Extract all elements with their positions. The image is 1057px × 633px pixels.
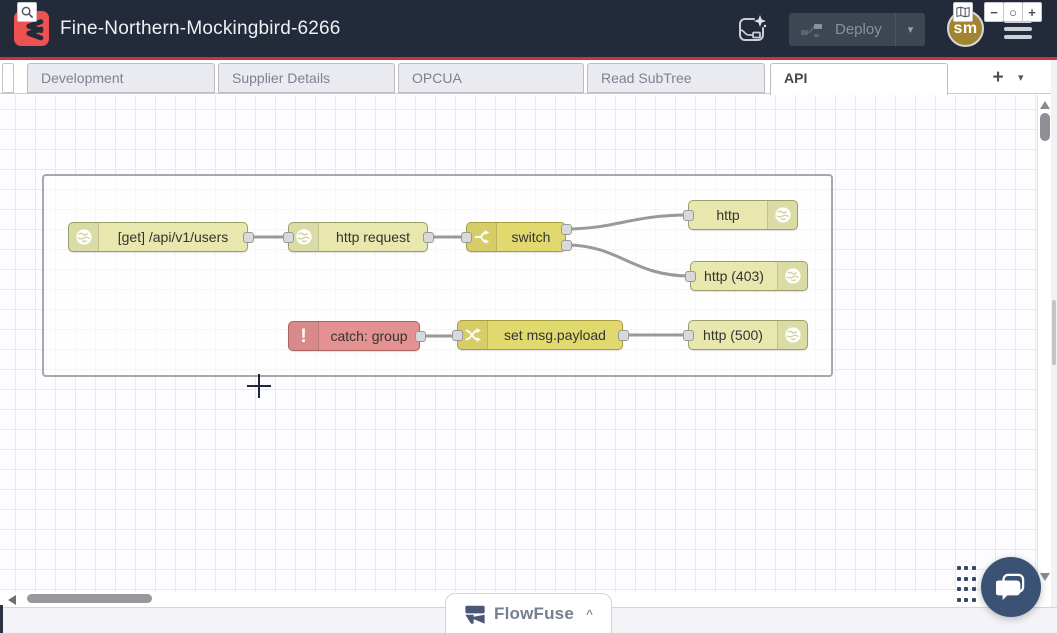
node-label: http (403) <box>704 268 764 284</box>
port-in-http-response[interactable] <box>683 210 694 221</box>
workspace-tabbar: Development Supplier Details OPCUA Read … <box>0 60 1057 95</box>
port-in-http-request[interactable] <box>283 232 294 243</box>
flowfuse-drawer-toggle[interactable]: FlowFuse ^ <box>445 593 612 633</box>
flowfuse-mark-icon <box>465 605 485 624</box>
white-globe-icon <box>69 223 99 251</box>
port-out-http-in[interactable] <box>243 232 254 243</box>
page-scroll-thumb[interactable] <box>1052 300 1056 365</box>
node-switch[interactable]: switch <box>466 222 566 252</box>
scroll-up-arrow-icon[interactable] <box>1040 101 1050 109</box>
port-out-switch-1[interactable] <box>561 224 572 235</box>
search-button[interactable] <box>17 2 37 22</box>
deploy-label: Deploy <box>835 21 882 38</box>
tab-api[interactable]: API <box>770 63 948 95</box>
port-in-switch[interactable] <box>461 232 472 243</box>
tab-supplier-details[interactable]: Supplier Details <box>218 63 395 93</box>
node-label: http request <box>336 229 410 245</box>
node-http-500[interactable]: http (500) <box>688 320 808 350</box>
navigator-toggle-button[interactable] <box>953 2 973 22</box>
tab-read-subtree[interactable]: Read SubTree <box>587 63 765 93</box>
node-label: http (500) <box>703 327 763 343</box>
node-label: http <box>716 207 740 223</box>
tab-development[interactable]: Development <box>27 63 215 93</box>
zoom-in-button[interactable]: + <box>1022 2 1042 22</box>
port-in-http-500[interactable] <box>683 330 694 341</box>
tab-list-caret-icon[interactable]: ▾ <box>1018 72 1024 84</box>
node-catch[interactable]: ! catch: group <box>288 321 420 351</box>
node-label: catch: group <box>330 328 408 344</box>
minus-icon: − <box>990 4 998 20</box>
instance-title: Fine-Northern-Mockingbird-6266 <box>60 17 341 39</box>
deploy-button[interactable]: Deploy ▾ <box>789 13 925 46</box>
circle-icon: ○ <box>1009 4 1017 20</box>
flowfuse-brand-label: FlowFuse <box>493 603 574 623</box>
deploy-icon <box>801 23 822 37</box>
cursor-crosshair <box>247 374 271 398</box>
white-globe-icon <box>777 321 807 349</box>
port-in-change[interactable] <box>452 330 463 341</box>
port-in-http-403[interactable] <box>685 271 696 282</box>
vertical-scroll-thumb[interactable] <box>1040 113 1050 141</box>
add-flow-button[interactable]: + <box>992 67 1004 88</box>
flow-canvas[interactable]: [get] /api/v1/users http request switch … <box>0 95 1037 592</box>
plus-icon: + <box>1028 4 1036 20</box>
chevron-up-icon: ^ <box>585 606 593 621</box>
header: Fine-Northern-Mockingbird-6266 Deploy ▾ … <box>0 0 1057 60</box>
node-change[interactable]: set msg.payload <box>457 320 623 350</box>
search-icon <box>21 6 33 18</box>
horizontal-scroll-thumb[interactable] <box>27 594 152 603</box>
page-scrollbar[interactable] <box>1051 60 1057 633</box>
chat-icon <box>996 573 1025 601</box>
palette-edge <box>0 605 3 633</box>
main-menu-icon[interactable] <box>1004 19 1032 39</box>
switch-fork-icon <box>467 223 497 251</box>
deploy-options-caret[interactable]: ▾ <box>895 13 925 46</box>
tab-opcua[interactable]: OPCUA <box>398 63 584 93</box>
port-out-switch-2[interactable] <box>561 240 572 251</box>
map-icon <box>956 6 970 18</box>
zoom-reset-button[interactable]: ○ <box>1003 2 1023 22</box>
node-label: set msg.payload <box>504 327 606 343</box>
scroll-down-arrow-icon[interactable] <box>1040 573 1050 581</box>
port-out-change[interactable] <box>618 330 629 341</box>
node-http-request[interactable]: http request <box>288 222 428 252</box>
white-globe-icon <box>767 201 797 229</box>
node-http-403[interactable]: http (403) <box>690 261 808 291</box>
shuffle-arrows-icon <box>458 321 488 349</box>
node-label: switch <box>511 229 551 245</box>
tabbar-divider <box>0 93 1057 94</box>
node-label: [get] /api/v1/users <box>117 229 229 245</box>
chat-launcher-button[interactable] <box>981 557 1041 617</box>
vertical-scrollbar[interactable] <box>1037 95 1051 592</box>
port-out-catch[interactable] <box>415 331 426 342</box>
node-http-in[interactable]: [get] /api/v1/users <box>68 222 248 252</box>
exclamation-icon: ! <box>289 322 319 350</box>
white-globe-icon <box>777 262 807 290</box>
drag-handle-dots-icon[interactable] <box>957 566 977 606</box>
white-globe-icon <box>289 223 319 251</box>
zoom-out-button[interactable]: − <box>984 2 1004 22</box>
tab-scroll-spacer <box>2 63 14 93</box>
ai-flow-icon[interactable] <box>734 12 770 48</box>
port-out-http-request[interactable] <box>423 232 434 243</box>
node-http-response[interactable]: http <box>688 200 798 230</box>
scroll-left-arrow-icon[interactable] <box>8 595 16 605</box>
